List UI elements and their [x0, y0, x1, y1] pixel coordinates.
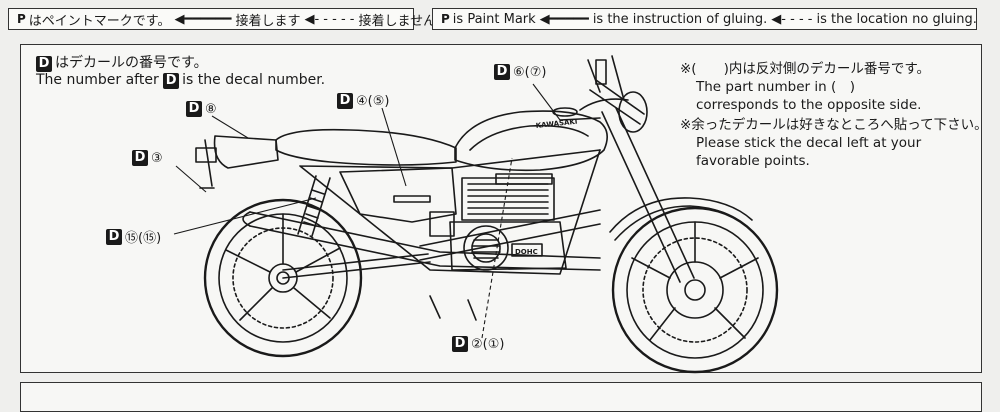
dashed-arrow-icon: ◀- - - -: [771, 11, 813, 27]
decal-d-icon: D: [132, 150, 148, 166]
decal-d-icon: D: [36, 56, 52, 72]
note-jp-opposite: ※( )内は反対側のデカール番号です。: [680, 61, 930, 77]
note-jp-leftover: ※余ったデカールは好きなところへ貼って下さい。: [680, 117, 988, 133]
callout-label: ②(①): [471, 336, 505, 352]
paint-mark-text-en: is Paint Mark: [452, 11, 536, 27]
motorcycle-illustration: KAWASAKI DOHC: [173, 55, 779, 374]
paint-mark-text-jp: はペイントマークです。: [28, 13, 171, 29]
decal-d-icon: D: [163, 73, 180, 89]
tank-brand-text: KAWASAKI: [535, 118, 577, 130]
note-en-leftover-1: Please stick the decal left at your: [696, 135, 922, 151]
paint-mark-icon: P: [441, 12, 450, 26]
solid-arrow-icon: ◀━━━━━━: [174, 11, 232, 27]
decal-d-icon: D: [337, 93, 353, 109]
decal-d-icon: D: [106, 228, 122, 245]
solid-arrow-icon: ◀━━━━━: [539, 11, 589, 27]
callout-label: ⑮(⑮): [125, 231, 162, 246]
noglue-text-en: is the location no gluing.: [816, 11, 977, 27]
callout-label: ④(⑤): [356, 93, 390, 109]
legend-english: P is Paint Mark ◀━━━━━ is the instructio…: [432, 8, 977, 30]
note-en-opposite-2: corresponds to the opposite side.: [696, 97, 922, 113]
engine-badge-text: DOHC: [515, 248, 538, 256]
decal-d-icon: D: [186, 101, 202, 117]
glue-text-jp: 接着します: [235, 13, 301, 29]
intro-en-prefix: The number after: [36, 72, 159, 88]
decal-d-icon: D: [494, 64, 510, 80]
legend-japanese: P はペイントマークです。 ◀━━━━━━ 接着します ◀- - - - - 接…: [8, 8, 436, 30]
glue-text-en: is the instruction of gluing.: [592, 11, 768, 27]
intro-jp-text: はデカールの番号です。: [55, 55, 208, 71]
decal-d-icon: D: [452, 336, 468, 352]
callout-label: ⑥(⑦): [513, 64, 547, 80]
noglue-text-jp: 接着しません: [358, 13, 437, 29]
note-en-opposite-1: The part number in ( ): [696, 79, 855, 95]
paint-mark-icon: P: [17, 12, 26, 26]
intro-en-suffix: is the decal number.: [182, 72, 326, 88]
note-en-leftover-2: favorable points.: [696, 153, 810, 169]
callout-label: ⑧: [205, 101, 217, 117]
callout-label: ③: [151, 150, 163, 166]
dashed-arrow-icon: ◀- - - - -: [304, 11, 355, 27]
